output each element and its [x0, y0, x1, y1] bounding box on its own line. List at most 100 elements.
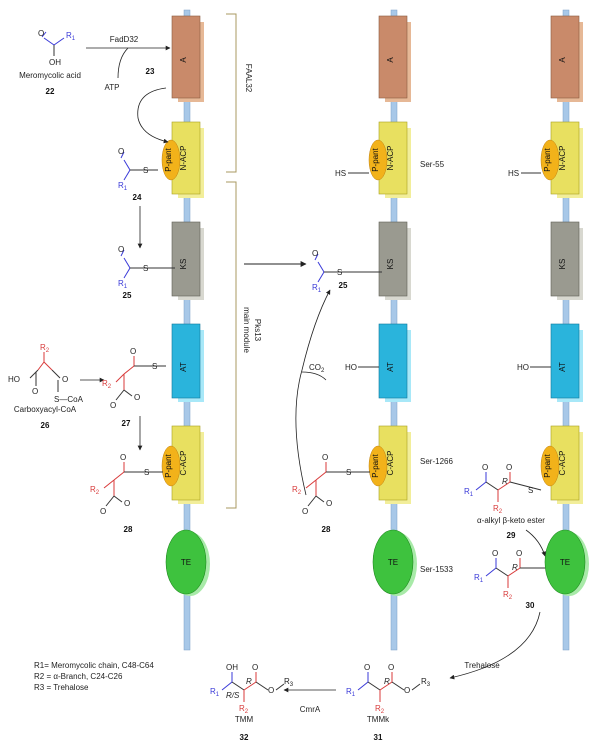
svg-text:O: O	[404, 686, 410, 695]
svg-text:P-pant: P-pant	[543, 453, 552, 477]
svg-text:R1: R1	[118, 181, 128, 192]
at-domain-col2: AT	[378, 323, 411, 402]
te-domain-col3: TE	[544, 529, 589, 596]
svg-text:O: O	[100, 507, 106, 516]
svg-text:R1: R1	[464, 487, 474, 498]
svg-text:O: O	[312, 249, 318, 258]
ks-label: KS	[179, 259, 188, 270]
svg-text:S: S	[143, 264, 148, 273]
svg-text:O: O	[364, 663, 370, 672]
compound-28b-structure	[305, 462, 370, 507]
compound-25-number: 25	[123, 291, 132, 300]
compound-29-structure	[475, 472, 542, 502]
compound-28-number: 28	[124, 525, 133, 534]
svg-text:HS: HS	[508, 169, 519, 178]
svg-text:S—CoA: S—CoA	[54, 395, 84, 404]
svg-text:HO: HO	[517, 363, 529, 372]
svg-text:O: O	[62, 375, 68, 384]
svg-text:KS: KS	[558, 259, 567, 270]
compound-25b-number: 25	[339, 281, 348, 290]
trehalose-label: Trehalose	[464, 661, 500, 670]
compound-24-number: 24	[133, 193, 142, 202]
svg-text:N-ACP: N-ACP	[558, 146, 567, 171]
compound-28b-number: 28	[322, 525, 331, 534]
tmmk-label: TMMk	[367, 715, 390, 724]
svg-text:TE: TE	[388, 558, 398, 567]
svg-text:R3: R3	[421, 677, 431, 688]
a-domain-col3: A	[550, 15, 583, 102]
ppant-col3-bottom: P-pant	[540, 445, 560, 487]
legend-r1: R1= Meromycolic chain, C48-C64	[34, 661, 154, 670]
svg-text:AT: AT	[558, 362, 567, 372]
svg-text:O: O	[120, 453, 126, 462]
ppant-col2-top: P-pant	[368, 139, 388, 181]
svg-text:S: S	[337, 268, 342, 277]
svg-text:HS: HS	[335, 169, 346, 178]
meromycolic-acid-label: Meromycolic acid	[19, 71, 81, 80]
svg-text:R2: R2	[493, 504, 503, 515]
decarboxylation-arrow	[295, 289, 331, 496]
c-acp-domain-col3: C-ACP	[550, 425, 583, 504]
svg-text:R/S: R/S	[226, 691, 240, 700]
svg-text:HO: HO	[345, 363, 357, 372]
svg-text:O: O	[124, 499, 130, 508]
compound-23-number: 23	[146, 67, 155, 76]
svg-text:O: O	[516, 549, 522, 558]
svg-text:R2: R2	[90, 485, 100, 496]
alpha-alkyl-label: α-alkyl β-keto ester	[477, 516, 545, 525]
svg-text:O: O	[506, 463, 512, 472]
svg-text:R1: R1	[66, 31, 76, 42]
fadd32-label: FadD32	[110, 35, 139, 44]
svg-text:R2: R2	[503, 590, 513, 601]
faal32-bracket	[226, 13, 237, 173]
svg-text:S: S	[152, 362, 157, 371]
svg-text:O: O	[252, 663, 258, 672]
at-domain-col3: AT	[550, 323, 583, 402]
svg-text:OH: OH	[226, 663, 238, 672]
main-module-label: main module	[242, 307, 251, 353]
n-acp-domain-col3: N-ACP	[550, 121, 583, 198]
svg-text:P-pant: P-pant	[164, 453, 173, 477]
svg-text:O: O	[268, 686, 274, 695]
compound-30-structure	[485, 558, 545, 588]
compound-29-number: 29	[507, 531, 516, 540]
co2-release-arrow	[301, 371, 327, 381]
svg-text:S: S	[143, 166, 148, 175]
ks-domain-col3: KS	[550, 221, 583, 300]
ks-domain-col2: KS	[378, 221, 411, 300]
svg-text:R1: R1	[210, 687, 220, 698]
ser1533-label: Ser-1533	[420, 565, 453, 574]
n-acp-domain-col1: N-ACP	[171, 121, 204, 198]
compound-31-structure	[357, 672, 421, 702]
svg-text:C-ACP: C-ACP	[558, 451, 567, 476]
svg-text:TE: TE	[560, 558, 570, 567]
pks13-label: Pks13	[253, 319, 262, 342]
ppant-col2-bottom: P-pant	[368, 445, 388, 487]
svg-text:R2: R2	[375, 704, 385, 715]
svg-text:R2: R2	[292, 485, 302, 496]
svg-text:O: O	[322, 453, 328, 462]
ppant-col1-top: P-pant	[161, 139, 181, 181]
svg-text:AT: AT	[386, 362, 395, 372]
compound-26-number: 26	[41, 421, 50, 430]
svg-text:P-pant: P-pant	[371, 147, 380, 171]
svg-text:O: O	[388, 663, 394, 672]
cmra-label: CmrA	[300, 705, 321, 714]
atp-arrow	[117, 47, 129, 79]
svg-text:O: O	[482, 463, 488, 472]
compound-22-structure	[41, 31, 65, 56]
ppant-col1-bottom: P-pant	[161, 445, 181, 487]
svg-text:R2: R2	[239, 704, 249, 715]
ppant-label: P-pant	[164, 147, 173, 171]
tmm-label: TMM	[235, 715, 254, 724]
svg-text:R2: R2	[40, 343, 50, 354]
a-domain-label: A	[179, 57, 188, 63]
compound-22-number: 22	[46, 87, 55, 96]
svg-text:R: R	[512, 563, 518, 572]
svg-text:S: S	[346, 468, 351, 477]
trehalose-arrow	[449, 611, 541, 680]
a-to-acp-arrow	[137, 87, 169, 144]
compound-32-structure	[221, 672, 285, 702]
carboxyacyl-coa-label: Carboxyacyl-CoA	[14, 405, 77, 414]
